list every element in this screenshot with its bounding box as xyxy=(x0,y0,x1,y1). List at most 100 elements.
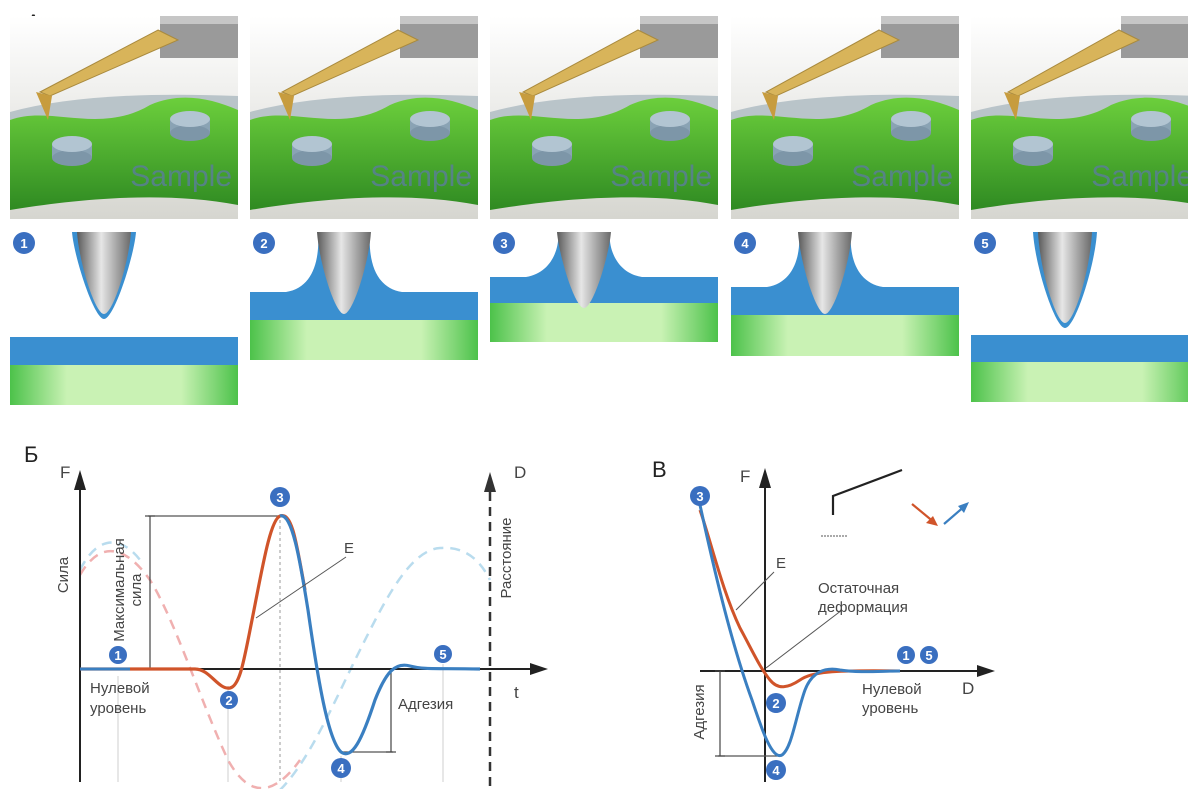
adhesion-label: Адгезия xyxy=(691,684,708,739)
zero-level-line1: Нулевой xyxy=(862,681,922,698)
max-force-line2: сила xyxy=(128,573,145,607)
curve-label-e: E xyxy=(344,540,354,557)
step-badge-3: 3 xyxy=(270,487,290,507)
afm-scene-2: Sample xyxy=(250,16,478,219)
pink-dashed-sine xyxy=(78,549,302,789)
y-axis-name: Сила xyxy=(55,556,72,593)
sample-layer xyxy=(10,365,238,405)
step-badge-2: 2 xyxy=(766,693,786,713)
water-layer xyxy=(490,277,718,303)
svg-text:5: 5 xyxy=(925,648,932,663)
distance-letter: D xyxy=(514,463,526,482)
step-badge-5: 5 xyxy=(920,646,938,664)
step-badge-3: 3 xyxy=(690,486,710,506)
direction-arrows-icon xyxy=(911,502,969,526)
step-badge-4: 4 xyxy=(331,758,351,778)
step-badge-5: 5 xyxy=(434,645,452,663)
y-axis-arrow xyxy=(759,468,771,488)
panel-a-scenes: Sample Sample Sample Sample Sample xyxy=(10,16,1188,219)
panel-b-label: Б xyxy=(24,442,38,467)
tip-schematic-5: 5 xyxy=(971,232,1188,402)
blue-dashed-sine-left xyxy=(78,541,141,571)
step-badge-1: 1 xyxy=(897,646,915,664)
svg-text:2: 2 xyxy=(260,236,267,251)
afm-tip xyxy=(557,232,611,308)
step-badge-1: 1 xyxy=(109,646,127,664)
svg-text:1: 1 xyxy=(20,236,27,251)
svg-text:5: 5 xyxy=(981,236,988,251)
afm-tip xyxy=(1038,232,1092,323)
sample-layer xyxy=(250,320,478,360)
residual-pointer-line xyxy=(765,609,843,669)
water-layer xyxy=(250,292,478,320)
e-pointer-line xyxy=(735,571,775,611)
retract-curve xyxy=(279,514,481,756)
y-axis-arrow xyxy=(74,470,86,490)
svg-text:3: 3 xyxy=(500,236,507,251)
x-axis-letter: t xyxy=(514,683,519,702)
step-badge-2: 2 xyxy=(220,691,238,709)
panel-a-tips: 1 2 3 4 5 xyxy=(10,232,1188,405)
panel-v-label: В xyxy=(652,457,667,482)
afm-scene-3: Sample xyxy=(490,16,718,219)
sample-label: Sample xyxy=(851,160,953,193)
step-badge-4: 4 xyxy=(766,760,786,780)
residual-deformation-line2: деформация xyxy=(818,599,908,616)
x-axis-arrow xyxy=(530,663,548,675)
residual-deformation-line1: Остаточная xyxy=(818,580,899,597)
step-badge-3: 3 xyxy=(493,232,515,254)
tip-schematic-2: 2 xyxy=(250,232,478,360)
y-axis-letter: F xyxy=(740,467,750,486)
y-axis-letter: F xyxy=(60,463,70,482)
afm-scene-5: Sample xyxy=(971,16,1188,219)
distance-axis-arrow xyxy=(484,472,496,492)
svg-text:1: 1 xyxy=(902,648,909,663)
water-layer xyxy=(731,287,959,315)
zero-level-line2: уровень xyxy=(862,700,918,717)
zero-level-line2: уровень xyxy=(90,700,146,717)
water-layer xyxy=(10,337,238,365)
svg-text:4: 4 xyxy=(772,763,780,778)
svg-text:2: 2 xyxy=(225,693,232,708)
x-axis-letter: D xyxy=(962,679,974,698)
svg-text:4: 4 xyxy=(337,761,345,776)
sample-label: Sample xyxy=(1091,160,1188,193)
cantilever-tip xyxy=(278,92,294,120)
panel-b-force-time-plot: Б E Сила xyxy=(24,442,548,789)
water-layer xyxy=(971,335,1188,362)
svg-text:4: 4 xyxy=(741,236,749,251)
cantilever-inset-icon xyxy=(821,468,903,537)
zero-level-line1: Нулевой xyxy=(90,680,150,697)
sample-layer xyxy=(490,303,718,342)
afm-scene-1: Sample xyxy=(10,16,238,219)
afm-scene-4: Sample xyxy=(731,16,959,219)
sample-label: Sample xyxy=(610,160,712,193)
sample-label: Sample xyxy=(370,160,472,193)
tip-schematic-4: 4 xyxy=(731,232,959,356)
curve-label-e: E xyxy=(776,555,786,572)
afm-tip xyxy=(77,232,131,314)
x-axis-arrow xyxy=(977,665,995,677)
svg-text:2: 2 xyxy=(772,696,779,711)
afm-tip xyxy=(317,232,371,314)
retract-curve xyxy=(698,504,901,757)
sample-layer xyxy=(731,315,959,356)
cantilever-tip xyxy=(36,92,52,120)
adhesion-label: Адгезия xyxy=(398,696,453,713)
svg-text:1: 1 xyxy=(114,648,121,663)
cantilever-tip xyxy=(519,92,535,120)
svg-text:5: 5 xyxy=(439,647,446,662)
tip-schematic-1: 1 xyxy=(10,232,238,405)
cantilever-tip xyxy=(1004,92,1020,120)
distance-name: Расстояние xyxy=(498,517,515,598)
panel-v-force-distance-plot: В F D E Остаточная деформация Адгезия Ну… xyxy=(652,457,995,782)
step-badge-5: 5 xyxy=(974,232,996,254)
step-badge-2: 2 xyxy=(253,232,275,254)
svg-text:3: 3 xyxy=(276,490,283,505)
sample-label: Sample xyxy=(130,160,232,193)
sample-layer xyxy=(971,362,1188,402)
max-force-line1: Максимальная xyxy=(111,538,128,642)
step-badge-1: 1 xyxy=(13,232,35,254)
cantilever-tip xyxy=(762,92,778,120)
